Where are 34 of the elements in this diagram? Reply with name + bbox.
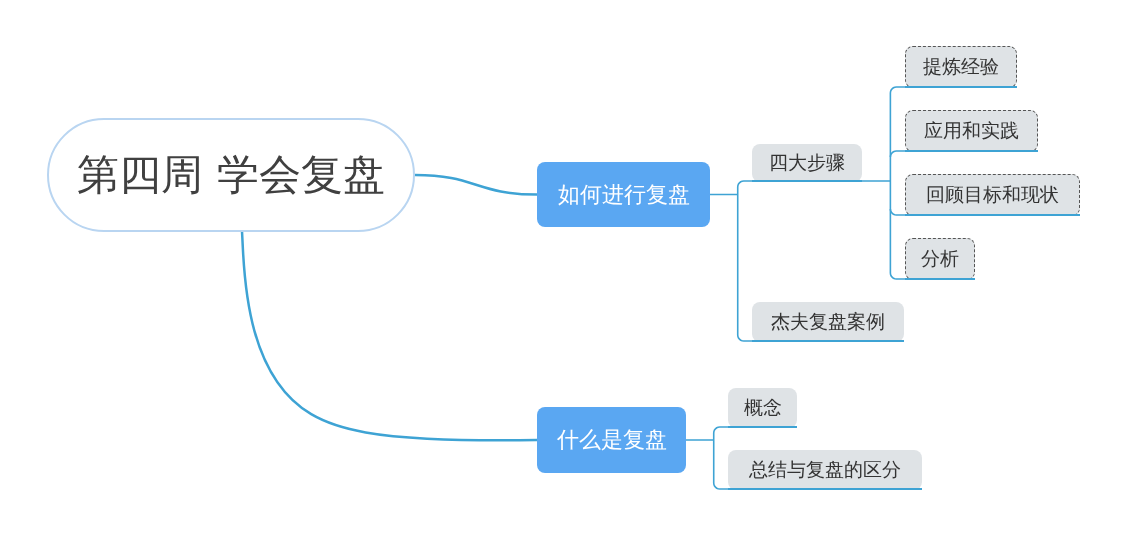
branch-line [861,92,892,274]
topic-label: 概念 [743,395,782,420]
topic-label: 应用和实践 [924,118,1019,143]
branch-line [736,180,753,188]
leaf-topic [905,110,1038,152]
main-topic [537,407,686,473]
branch-line [712,426,729,434]
branch-line [736,334,753,342]
leaf-topic [905,238,975,280]
branch-line [685,432,715,484]
topic-label: 回顾目标和现状 [926,182,1059,207]
main-topic [537,162,710,227]
branch-line [709,186,739,336]
subtopic [728,388,797,428]
topic-label: 总结与复盘的区分 [749,457,901,482]
topic-label: 什么是复盘 [556,426,667,454]
branch-line [889,86,906,94]
branch-line [889,208,906,216]
subtopic [728,450,922,490]
branch-line [414,173,538,196]
topic-label: 分析 [921,246,959,271]
topic-label: 第四周 学会复盘 [77,149,385,201]
subtopic [752,302,904,342]
branch-line [712,482,729,490]
topic-label: 提炼经验 [923,54,999,79]
topic-label: 杰夫复盘案例 [771,309,885,334]
branch-line [889,272,906,280]
subtopic [752,144,862,182]
branch-line [889,150,906,158]
leaf-topic [905,174,1080,216]
leaf-topic [905,46,1017,88]
topic-label: 如何进行复盘 [557,180,690,209]
topic-label: 四大步骤 [769,150,845,175]
branch-line [240,231,537,442]
